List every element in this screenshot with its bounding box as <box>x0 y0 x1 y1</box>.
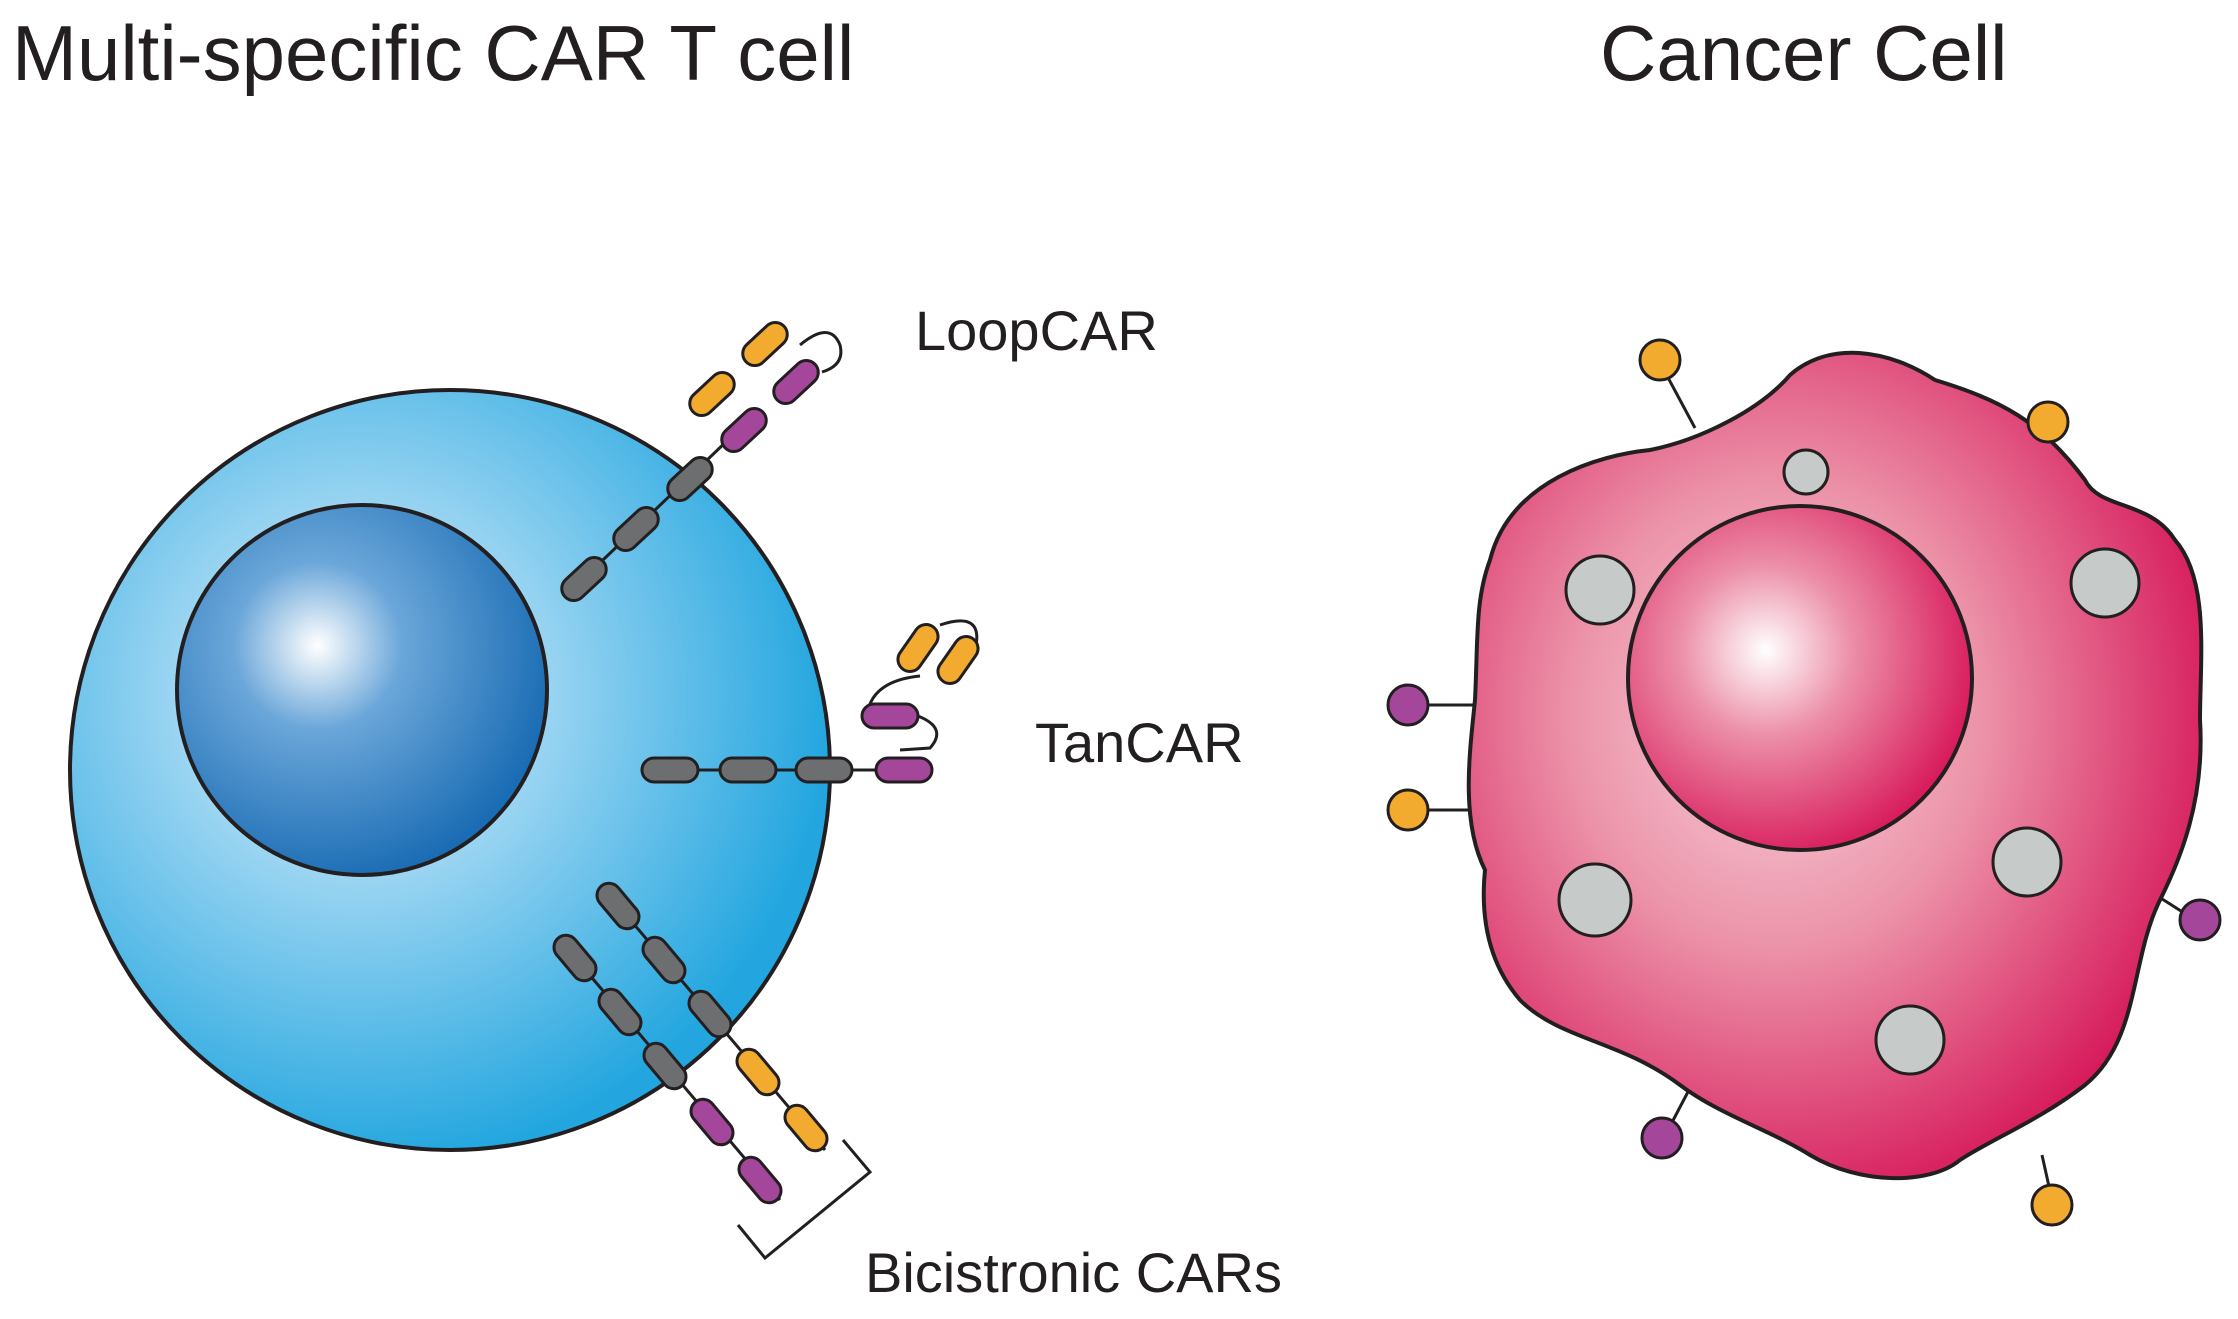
tancar-gray-segment <box>718 756 778 784</box>
tancar-label: TanCAR <box>1035 711 1244 774</box>
vesicle <box>1782 448 1830 496</box>
loopcar-orange-segment <box>741 320 789 368</box>
orange-antigen <box>1638 338 1682 382</box>
loopcar-receptor <box>560 320 843 603</box>
t-cell-title: Multi-specific CAR T cell <box>12 9 854 97</box>
bicistronic-gray-segment <box>595 881 641 931</box>
orange-antigen <box>2030 1183 2074 1227</box>
bicistronic-gray-segment <box>597 987 643 1037</box>
purple-antigen <box>1640 1116 1684 1160</box>
cancer-cell-nucleus <box>1626 504 1974 852</box>
bicistronic-purple-segment <box>737 1155 783 1205</box>
bicistronic-gray-segment <box>552 933 598 983</box>
vesicle <box>1564 554 1636 626</box>
bicistronic-cars <box>552 881 873 1261</box>
cancer-cell <box>1386 338 2222 1227</box>
loopcar-linker <box>799 331 843 374</box>
tancar-purple-segment <box>874 756 934 784</box>
loopcar-gray-segment <box>612 505 660 553</box>
vesicle <box>1874 1004 1946 1076</box>
loopcar-purple-segment <box>772 358 820 406</box>
bicistronic-orange-segment <box>735 1047 781 1097</box>
tancar-orange-segment <box>936 635 980 685</box>
bicistronic-gray-segment <box>641 935 687 985</box>
orange-antigen <box>2026 400 2070 444</box>
purple-antigen <box>2178 898 2222 942</box>
loopcar-orange-segment <box>688 370 736 418</box>
vesicle <box>1557 862 1633 938</box>
bicistronic-orange-segment <box>783 1103 829 1153</box>
orange-antigen <box>1386 788 1430 832</box>
loopcar-label: LoopCAR <box>915 299 1158 362</box>
tancar-gray-segment <box>794 756 854 784</box>
tancar-linker <box>868 674 921 705</box>
bicistronic-gray-segment <box>687 989 733 1039</box>
tancar-gray-segment <box>640 756 700 784</box>
bicistronic-gray-segment <box>642 1041 688 1091</box>
t-cell <box>68 388 832 1152</box>
loopcar-gray-segment <box>560 555 608 603</box>
purple-antigen <box>1386 683 1430 727</box>
t-cell-nucleus <box>175 503 549 877</box>
tancar-purple-segment <box>860 702 920 730</box>
bicistronic-bracket <box>736 1139 873 1261</box>
bicistronic-label: Bicistronic CARs <box>865 1241 1282 1304</box>
tancar-receptor <box>640 619 980 784</box>
cancer-cell-title: Cancer Cell <box>1600 9 2007 97</box>
vesicle <box>1991 826 2063 898</box>
tancar-linker <box>899 714 939 752</box>
loopcar-gray-segment <box>666 455 714 503</box>
tancar-orange-segment <box>896 623 940 673</box>
bicistronic-purple-segment <box>689 1097 735 1147</box>
vesicle <box>2069 547 2141 619</box>
loopcar-purple-segment <box>720 406 768 454</box>
